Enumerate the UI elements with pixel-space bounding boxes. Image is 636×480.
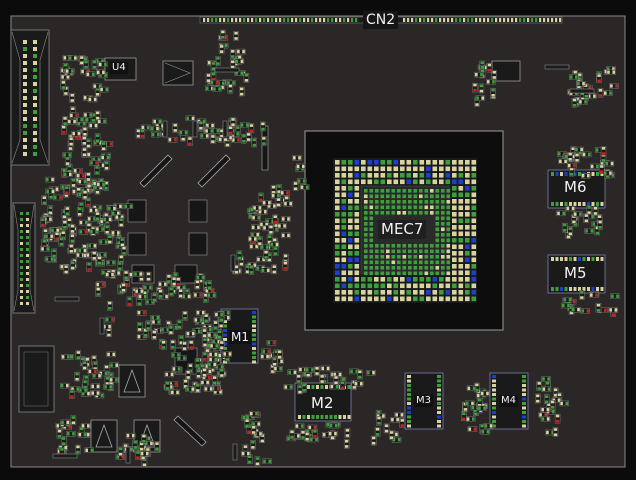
left-connector-top[interactable] — [10, 29, 50, 166]
diagonal-part-2[interactable] — [197, 154, 231, 188]
transistor-1[interactable] — [118, 364, 146, 398]
m1-label: M1 — [229, 330, 251, 344]
transistor-2[interactable] — [90, 419, 118, 453]
diagonal-part-1[interactable] — [139, 154, 173, 188]
m4-label: M4 — [499, 395, 518, 407]
diagonal-part-3[interactable] — [173, 415, 207, 447]
small-ic-1[interactable] — [127, 199, 147, 223]
small-ic-4[interactable] — [188, 232, 208, 256]
left-connector-bottom[interactable] — [18, 345, 55, 413]
m6-label: M6 — [564, 178, 587, 196]
mec7-label: MEC7 — [378, 220, 427, 239]
smd-components — [40, 29, 620, 467]
top-ic-square[interactable] — [162, 60, 194, 86]
m2-label: M2 — [309, 394, 336, 412]
m3-label: M3 — [414, 395, 433, 407]
left-connector-mid[interactable] — [12, 202, 36, 314]
vertical-part[interactable] — [261, 125, 269, 171]
cn2-label: CN2 — [363, 11, 399, 29]
m5-label: M5 — [564, 264, 587, 282]
small-ic-3[interactable] — [188, 199, 208, 223]
m5-chip[interactable] — [547, 254, 606, 294]
small-ic-2[interactable] — [127, 232, 147, 256]
mec7-chip[interactable] — [304, 130, 504, 331]
u4-label: U4 — [110, 62, 128, 74]
